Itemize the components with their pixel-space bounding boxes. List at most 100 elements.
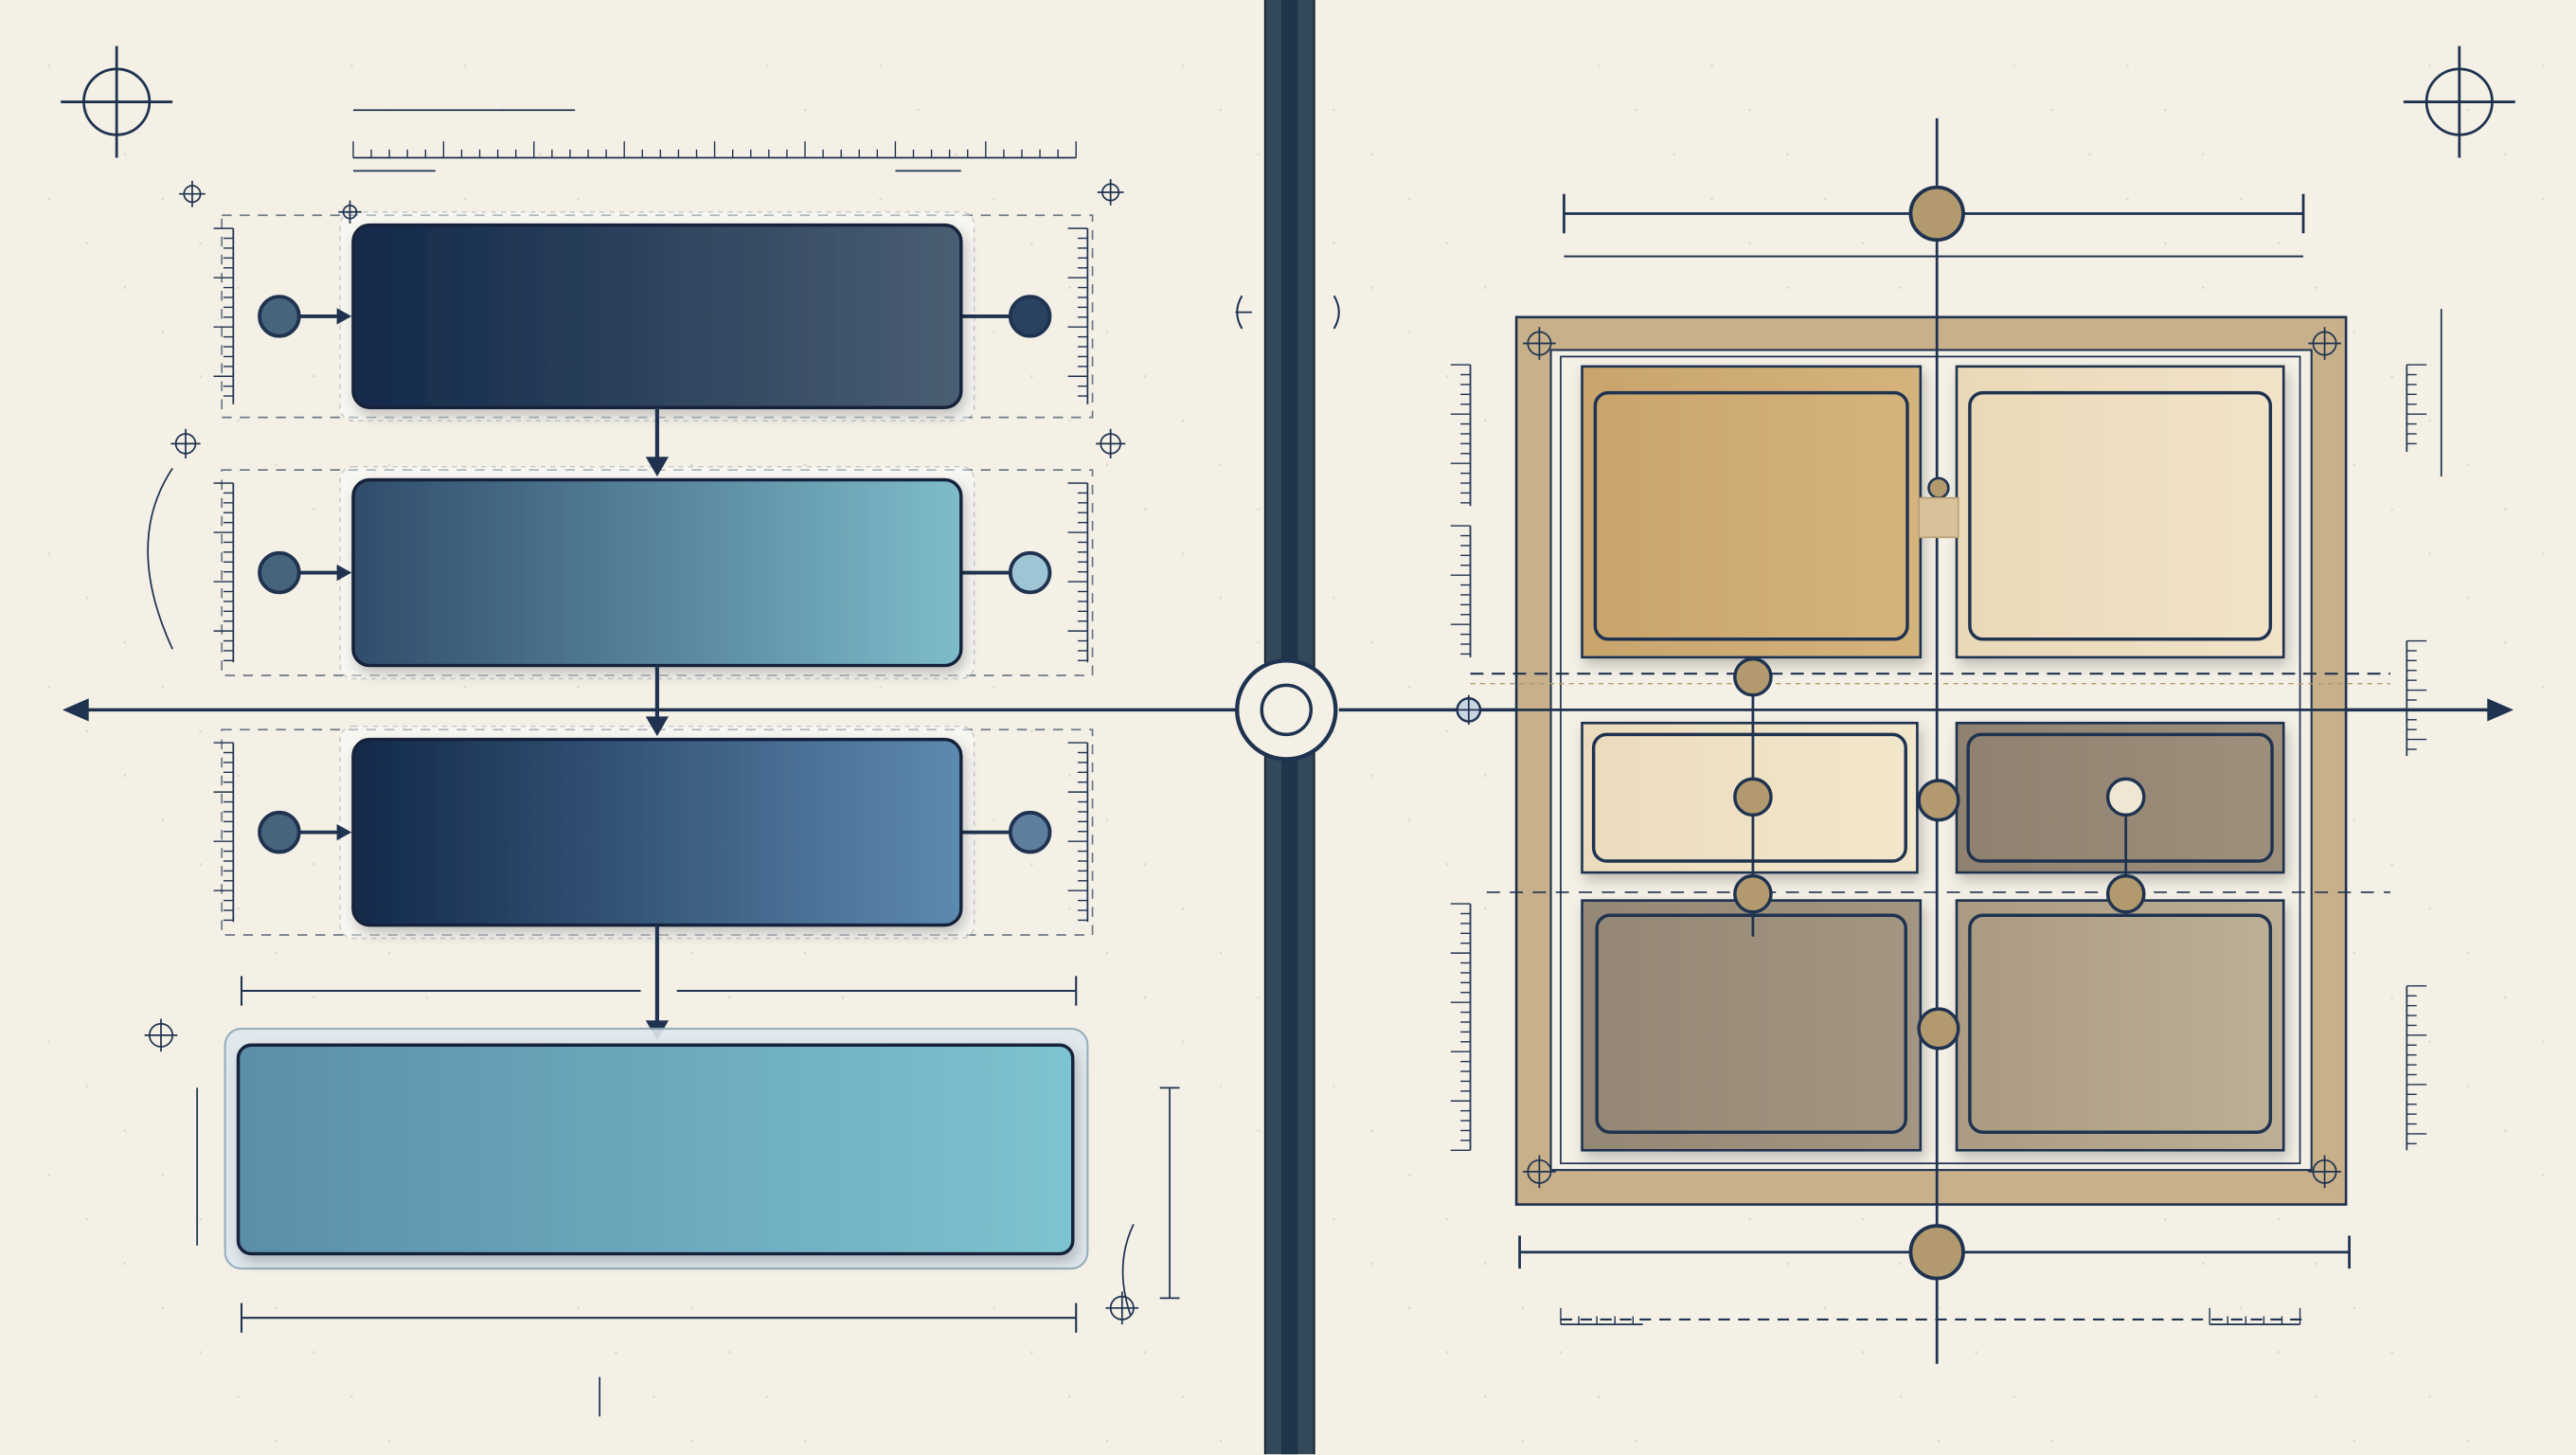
texture-dot — [1785, 153, 1789, 156]
texture-dot — [765, 419, 769, 422]
texture-dot — [2466, 1439, 2469, 1443]
texture-dot — [2541, 685, 2545, 689]
bracket-mark — [1333, 295, 1340, 330]
texture-dot — [2428, 907, 2431, 910]
grid-node — [1733, 873, 1773, 914]
texture-dot — [237, 1395, 240, 1398]
texture-dot — [917, 108, 921, 112]
texture-dot — [1597, 1395, 1601, 1398]
texture-dot — [199, 729, 203, 733]
texture-dot — [1219, 1085, 1223, 1088]
target-icon-inner — [1260, 683, 1314, 737]
texture-dot — [689, 1439, 693, 1443]
texture-dot — [1861, 1351, 1865, 1355]
texture-dot — [47, 1173, 51, 1177]
connector-node — [1008, 550, 1052, 595]
texture-dot — [1483, 774, 1487, 778]
texture-dot — [275, 1306, 277, 1310]
bottom-ruler — [2209, 1307, 2301, 1326]
texture-dot — [1370, 1262, 1373, 1266]
texture-dot — [1407, 197, 1411, 201]
texture-dot — [2352, 1439, 2356, 1443]
texture-dot — [993, 1306, 995, 1310]
texture-dot — [1257, 1129, 1261, 1132]
texture-dot — [1333, 242, 1335, 245]
texture-dot — [727, 1351, 731, 1355]
arrow-right-icon — [336, 823, 352, 841]
corner-registration — [2308, 327, 2341, 360]
registration-mark — [1096, 428, 1126, 458]
texture-dot — [85, 729, 89, 733]
arrow-left-icon — [62, 698, 89, 722]
texture-dot — [765, 64, 769, 67]
texture-dot — [1521, 1306, 1525, 1310]
texture-dot — [463, 685, 467, 689]
texture-dot — [2352, 331, 2356, 333]
process-block — [351, 223, 963, 409]
texture-dot — [1861, 1217, 1865, 1221]
texture-dot — [1067, 1395, 1071, 1398]
texture-dot — [1407, 685, 1411, 689]
texture-dot — [1635, 108, 1638, 112]
texture-dot — [1748, 1217, 1751, 1221]
texture-dot — [1445, 1351, 1449, 1355]
texture-dot — [161, 818, 165, 821]
texture-dot — [463, 64, 467, 67]
side-ruler — [213, 742, 235, 923]
texture-dot — [1407, 1173, 1411, 1177]
texture-dot — [425, 996, 429, 999]
texture-dot — [1333, 597, 1335, 600]
texture-dot — [85, 1217, 89, 1221]
texture-dot — [1370, 153, 1373, 156]
registration-mark — [1105, 1291, 1139, 1325]
texture-dot — [803, 951, 807, 955]
texture-dot — [2352, 951, 2356, 955]
connector-node — [258, 295, 301, 338]
texture-dot — [689, 463, 693, 467]
texture-dot — [2163, 242, 2167, 245]
corner-registration — [1523, 327, 1556, 360]
texture-dot — [1257, 640, 1261, 644]
texture-dot — [1105, 463, 1109, 467]
top-ruler — [352, 141, 1077, 159]
texture-dot — [1219, 597, 1223, 600]
texture-dot — [2504, 153, 2507, 156]
texture-dot — [1823, 1306, 1827, 1310]
texture-dot — [47, 552, 51, 555]
corner-registration — [2308, 1155, 2341, 1189]
registration-mark — [1097, 179, 1124, 206]
texture-dot — [653, 1395, 655, 1398]
texture-dot — [2428, 1395, 2431, 1398]
texture-dot — [1975, 1351, 1978, 1355]
texture-dot — [123, 640, 127, 644]
texture-dot — [1030, 863, 1033, 866]
arc-mark — [147, 467, 173, 650]
texture-dot — [1710, 64, 1713, 67]
texture-dot — [577, 1306, 580, 1310]
texture-dot — [85, 108, 89, 112]
texture-dot — [123, 153, 127, 156]
side-ruler — [1067, 742, 1089, 923]
texture-dot — [993, 685, 995, 689]
registration-mark — [338, 200, 362, 224]
registration-mark — [170, 428, 201, 458]
texture-dot — [577, 197, 580, 201]
texture-dot — [387, 463, 391, 467]
connector-node — [258, 550, 301, 595]
side-ruler — [1067, 482, 1089, 663]
texture-dot — [1635, 1439, 1638, 1443]
texture-dot — [2315, 286, 2318, 289]
texture-dot — [2315, 1395, 2318, 1398]
texture-dot — [1370, 640, 1373, 644]
texture-dot — [2390, 863, 2394, 866]
texture-dot — [1445, 729, 1449, 733]
texture-dot — [1333, 1217, 1335, 1221]
texture-dot — [2352, 463, 2356, 467]
texture-dot — [2541, 552, 2545, 555]
texture-dot — [653, 419, 655, 422]
texture-dot — [123, 286, 127, 289]
texture-dot — [47, 1040, 51, 1044]
texture-dot — [1937, 1439, 1941, 1443]
